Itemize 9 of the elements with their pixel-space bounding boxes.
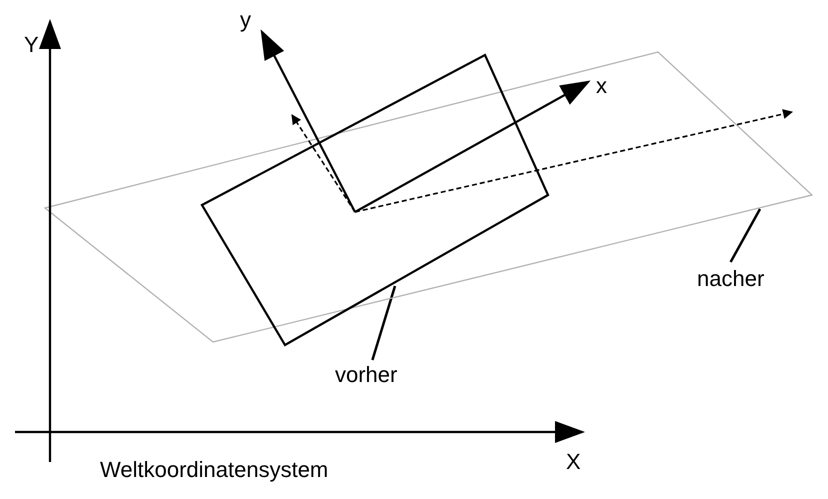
part-label: vorher [335, 362, 398, 388]
axis-label: Y [24, 33, 39, 57]
axis-label: y [240, 8, 251, 32]
axis-label: X [566, 450, 581, 474]
caption-text: Weltkoordinatensystem [100, 458, 328, 482]
part-label: nacher [697, 266, 764, 292]
leader-line [730, 208, 762, 263]
axis-label: x [596, 74, 607, 98]
leader-line [371, 286, 396, 360]
